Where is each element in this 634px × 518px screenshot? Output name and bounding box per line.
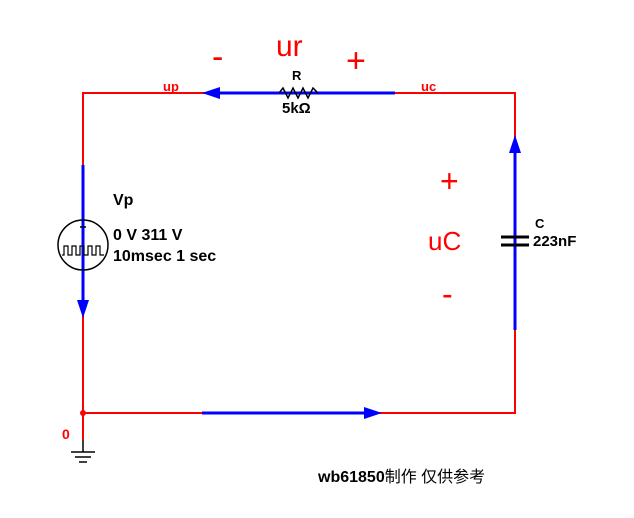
resistor-name: R	[292, 68, 302, 83]
footer-credit: wb61850制作 仅供参考	[318, 470, 485, 486]
ground-icon	[71, 451, 95, 463]
resistor-voltage-label: ur	[276, 30, 303, 63]
source-params-timing: 10msec 1 sec	[113, 248, 217, 265]
capacitor-value: 223nF	[533, 233, 577, 250]
source-params-amplitude: 0 V 311 V	[113, 227, 183, 244]
wire-loop	[82, 92, 516, 440]
footer-author: wb61850	[318, 469, 385, 486]
arrow-left-icon	[202, 87, 220, 99]
node-label-ground: 0	[62, 426, 70, 442]
resistor-value: 5kΩ	[282, 100, 311, 117]
resistor-symbol-icon	[278, 86, 319, 100]
arrow-up-icon	[509, 135, 521, 153]
footer-note: 制作 仅供参考	[384, 469, 486, 486]
arrow-right-icon	[364, 407, 382, 419]
node-label-up: up	[163, 79, 179, 94]
capacitor-name: C	[535, 216, 545, 231]
pulse-voltage-source-icon	[57, 219, 109, 271]
source-name: Vp	[113, 192, 134, 209]
capacitor-plus-sign: +	[440, 163, 459, 199]
arrow-down-icon	[77, 300, 89, 318]
node-label-uc: uc	[421, 79, 437, 94]
capacitor-minus-sign: -	[442, 276, 453, 312]
capacitor-voltage-label: uC	[428, 226, 462, 256]
resistor-plus-sign: +	[346, 42, 366, 80]
ground-node-dot	[80, 410, 86, 416]
resistor-minus-sign: -	[212, 38, 224, 76]
